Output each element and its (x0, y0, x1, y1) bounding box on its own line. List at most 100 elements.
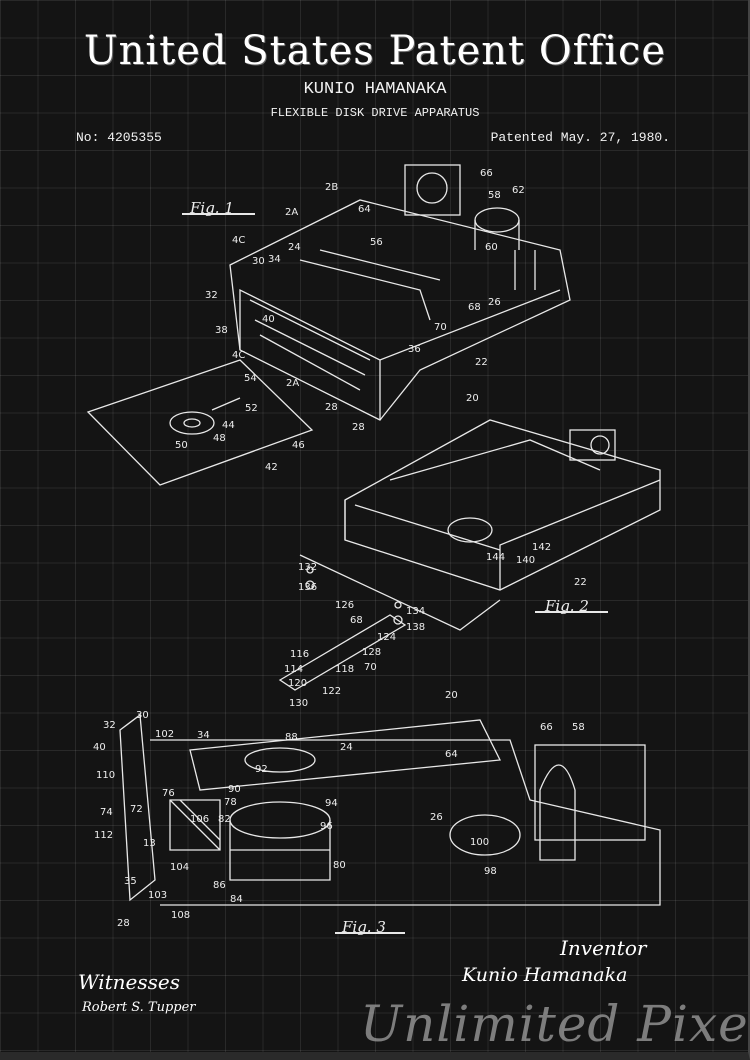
fig1-floppy-disk (86, 359, 314, 486)
reference-numeral: 84 (230, 894, 243, 905)
reference-numeral: 32 (205, 290, 218, 301)
reference-numeral: 116 (290, 649, 309, 660)
reference-numeral: 46 (292, 440, 305, 451)
reference-numeral: 58 (572, 722, 585, 733)
reference-numeral: 35 (124, 876, 137, 887)
reference-numeral: 70 (434, 322, 447, 333)
reference-numeral: 50 (175, 440, 188, 451)
reference-numeral: 74 (100, 807, 113, 818)
reference-numeral: 22 (475, 357, 488, 368)
reference-numeral: 96 (320, 821, 333, 832)
reference-numeral: 94 (325, 798, 338, 809)
reference-numeral: 34 (268, 254, 281, 265)
reference-numeral: 34 (197, 730, 210, 741)
fig1-label: Fig. 1 (189, 199, 234, 217)
reference-numeral: 108 (171, 910, 190, 921)
reference-numeral: 2A (285, 207, 298, 218)
reference-numeral: 142 (532, 542, 551, 553)
reference-numeral: 56 (370, 237, 383, 248)
reference-numeral: 48 (213, 433, 226, 444)
reference-numeral: 100 (470, 837, 489, 848)
reference-numeral: 82 (218, 814, 231, 825)
reference-numeral: 40 (93, 742, 106, 753)
reference-numeral: 64 (358, 204, 371, 215)
reference-numeral: 128 (362, 647, 381, 658)
reference-numeral: 110 (96, 770, 115, 781)
reference-numeral: 66 (540, 722, 553, 733)
reference-numeral: 44 (222, 420, 235, 431)
reference-numeral: 114 (284, 664, 303, 675)
patent-date: Patented May. 27, 1980. (490, 130, 670, 145)
reference-numeral: 52 (245, 403, 258, 414)
reference-numeral: 30 (252, 256, 265, 267)
reference-numeral: 28 (352, 422, 365, 433)
reference-numeral: 132 (298, 562, 317, 573)
reference-numeral: 126 (335, 600, 354, 611)
reference-numeral: 140 (516, 555, 535, 566)
watermark: Unlimited Pixel (360, 995, 750, 1053)
reference-numeral: 68 (468, 302, 481, 313)
reference-numeral: 80 (333, 860, 346, 871)
reference-numeral: 120 (288, 678, 307, 689)
witnesses-label: Witnesses (78, 970, 180, 994)
reference-numeral: 92 (255, 764, 268, 775)
reference-numeral: 20 (445, 690, 458, 701)
reference-numeral: 102 (155, 729, 174, 740)
invention-title: FLEXIBLE DISK DRIVE APPARATUS (270, 106, 480, 120)
reference-numeral: 66 (480, 168, 493, 179)
reference-numeral: 76 (162, 788, 175, 799)
fig3-label: Fig. 3 (341, 918, 386, 936)
inventor-label: Inventor (560, 936, 647, 960)
reference-numeral: 24 (340, 742, 353, 753)
reference-numeral: 90 (228, 784, 241, 795)
reference-numeral: 42 (265, 462, 278, 473)
reference-numeral: 28 (117, 918, 130, 929)
reference-numeral: 26 (430, 812, 443, 823)
fig3-cross-section (119, 713, 661, 906)
reference-numeral: 54 (244, 373, 257, 384)
patent-number: No: 4205355 (76, 130, 162, 145)
reference-numeral: 22 (574, 577, 587, 588)
fig2-label: Fig. 2 (544, 597, 589, 615)
reference-numeral: 28 (325, 402, 338, 413)
poster-title: United States Patent Office (83, 28, 667, 74)
fig2-drive-illustration (278, 419, 661, 691)
reference-numeral: 40 (262, 314, 275, 325)
reference-numeral: 136 (298, 582, 317, 593)
fig1-drive-illustration (229, 164, 571, 421)
reference-numeral: 4C (232, 350, 245, 361)
reference-numeral: 13 (143, 838, 156, 849)
reference-numeral: 4C (232, 235, 245, 246)
reference-numeral: 72 (130, 804, 143, 815)
reference-numeral: 134 (406, 606, 425, 617)
reference-numeral: 62 (512, 185, 525, 196)
reference-numeral: 130 (289, 698, 308, 709)
reference-numeral: 103 (148, 890, 167, 901)
reference-numeral: 144 (486, 552, 505, 563)
reference-numeral: 2B (325, 182, 338, 193)
reference-numeral: 124 (377, 632, 396, 643)
reference-numeral: 32 (103, 720, 116, 731)
reference-numeral: 70 (364, 662, 377, 673)
reference-numeral: 20 (466, 393, 479, 404)
reference-numeral: 38 (215, 325, 228, 336)
reference-numeral: 78 (224, 797, 237, 808)
reference-numeral: 64 (445, 749, 458, 760)
reference-numeral: 104 (170, 862, 189, 873)
reference-numeral: 68 (350, 615, 363, 626)
reference-numeral: 122 (322, 686, 341, 697)
reference-numeral: 88 (285, 732, 298, 743)
reference-numeral: 112 (94, 830, 113, 841)
reference-numeral: 60 (485, 242, 498, 253)
reference-numeral: 106 (190, 814, 209, 825)
reference-numeral: 36 (408, 344, 421, 355)
reference-numeral: 26 (488, 297, 501, 308)
reference-numeral: 58 (488, 190, 501, 201)
reference-numeral: 24 (288, 242, 301, 253)
reference-numeral: 98 (484, 866, 497, 877)
inventor-name: KUNIO HAMANAKA (303, 80, 447, 99)
